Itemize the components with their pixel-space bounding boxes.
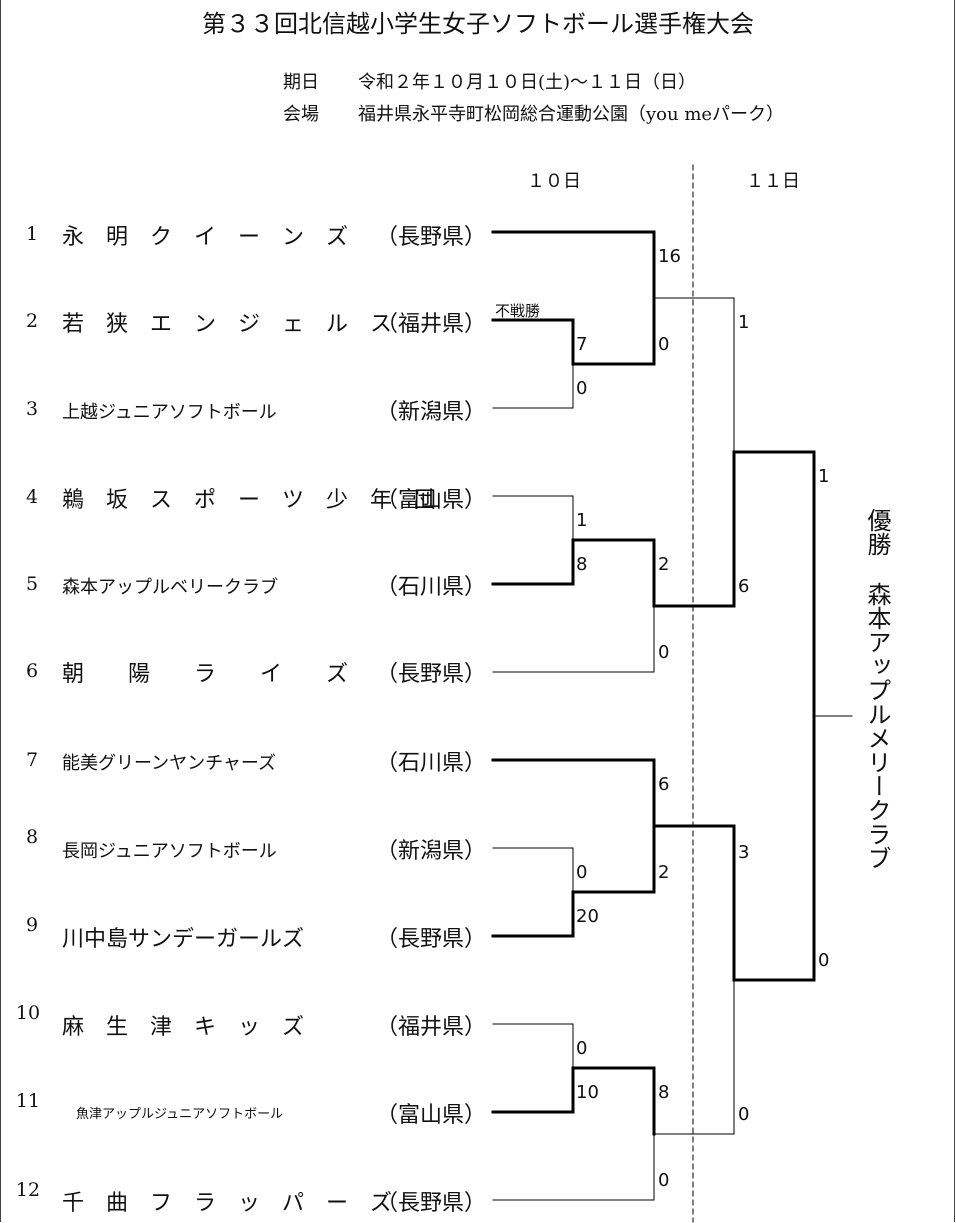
team-prefecture: （福井県） — [376, 1015, 487, 1040]
team-name: 上越ジュニアソフトボール — [62, 402, 277, 423]
team-name: 能美グリーンヤンチャーズ — [62, 753, 277, 774]
bracket-path — [492, 605, 655, 673]
team-prefecture: （長野県） — [376, 927, 487, 952]
team-name: 千 曲 フ ラ ッ パ ー ズ — [62, 1191, 393, 1216]
score-label: 6 — [738, 576, 750, 597]
score-label: 2 — [658, 862, 670, 883]
team-prefecture: （新潟県） — [376, 400, 487, 425]
team-prefecture: （新潟県） — [376, 839, 487, 864]
bracket-path-winner — [491, 538, 656, 608]
bracket-path — [492, 847, 574, 893]
bracket-path — [492, 1133, 655, 1201]
bracket-path-winner — [491, 230, 656, 300]
score-label: 6 — [658, 774, 670, 795]
seed-number: 2 — [25, 310, 39, 332]
venue-label: 会場 — [283, 104, 319, 125]
bracket-path-winner — [732, 450, 816, 718]
score-label: 16 — [658, 246, 681, 267]
team-name: 長岡ジュニアソフトボール — [62, 841, 277, 862]
seed-number: 5 — [25, 573, 39, 595]
team-name: 永 明 ク イ ー ン ズ — [62, 225, 349, 250]
score-label: 1 — [738, 312, 750, 333]
score-label: 1 — [576, 510, 588, 531]
page-title: 第３３回北信越小学生女子ソフトボール選手権大会 — [202, 10, 754, 38]
bracket-path — [653, 979, 735, 1135]
champion-announcement: 優勝森本アップルメリークラブ — [862, 508, 892, 870]
bracket-path-winner — [732, 714, 816, 982]
date-value: 令和２年１０月１０日(土)～１１日（日） — [358, 72, 697, 93]
seed-number: 9 — [25, 914, 39, 936]
score-label: 3 — [738, 842, 750, 863]
team-prefecture: （福井県） — [376, 312, 487, 337]
bracket-path — [653, 297, 735, 453]
score-label: 8 — [658, 1082, 670, 1103]
bracket-path-winner — [652, 824, 736, 982]
team-name: 川中島サンデーガールズ — [62, 927, 305, 952]
bracket-path — [492, 495, 574, 541]
seed-number: 11 — [15, 1090, 41, 1112]
score-label: 0 — [576, 862, 588, 883]
seed-number: 10 — [15, 1002, 41, 1024]
score-label: 10 — [576, 1082, 599, 1103]
date-label: 期日 — [283, 72, 319, 93]
venue-value: 福井県永平寺町松岡総合運動公園（you meパーク） — [358, 104, 785, 125]
team-prefecture: （富山県） — [376, 1103, 487, 1128]
bracket-path — [492, 1023, 574, 1069]
bracket-path-winner — [652, 450, 736, 608]
bracket-path — [492, 363, 574, 409]
score-label: 2 — [658, 554, 670, 575]
team-name: 森本アップルベリークラブ — [62, 577, 278, 598]
team-prefecture: （石川県） — [376, 575, 487, 600]
score-label: 0 — [818, 950, 830, 971]
team-name: 麻 生 津 キ ッ ズ — [62, 1015, 305, 1040]
day-heading-1: １０日 — [527, 171, 581, 192]
champion-team: 森本アップルメリークラブ — [863, 582, 891, 870]
score-label: 0 — [658, 1170, 670, 1191]
team-name: 鵜 坂 ス ポ ー ツ 少 年 団 — [62, 488, 437, 513]
score-label: 0 — [576, 1038, 588, 1059]
team-name: 朝 陽 ラ イ ズ — [62, 662, 349, 687]
team-name: 若 狭 エ ン ジ ェ ル ス — [62, 312, 393, 337]
seed-number: 7 — [25, 749, 39, 771]
seed-number: 3 — [25, 398, 39, 420]
champion-label: 優勝 — [863, 508, 891, 556]
bracket-path-winner — [491, 824, 656, 938]
seed-number: 1 — [25, 223, 39, 245]
score-label: 0 — [576, 378, 588, 399]
day-heading-2: １１日 — [746, 171, 800, 192]
seed-number: 6 — [25, 660, 39, 682]
score-label: 7 — [576, 334, 588, 355]
seed-number: 8 — [25, 826, 39, 848]
seed-number: 4 — [25, 486, 39, 508]
team-prefecture: （長野県） — [376, 662, 487, 687]
team-prefecture: （長野県） — [376, 225, 487, 250]
score-label: 0 — [658, 642, 670, 663]
score-label: 0 — [738, 1104, 750, 1125]
team-prefecture: （富山県） — [376, 488, 487, 513]
seed-number: 12 — [15, 1179, 41, 1201]
bye-note: 不戦勝 — [495, 302, 541, 320]
team-prefecture: （石川県） — [376, 751, 487, 776]
score-label: 0 — [658, 334, 670, 355]
team-prefecture: （長野県） — [376, 1191, 487, 1216]
team-name: 魚津アップルジュニアソフトボール — [76, 1107, 284, 1122]
score-label: 8 — [576, 554, 588, 575]
bracket-path-winner — [491, 1066, 656, 1136]
score-label: 1 — [818, 466, 830, 487]
score-label: 20 — [576, 906, 599, 927]
bracket-path-winner — [491, 758, 656, 828]
